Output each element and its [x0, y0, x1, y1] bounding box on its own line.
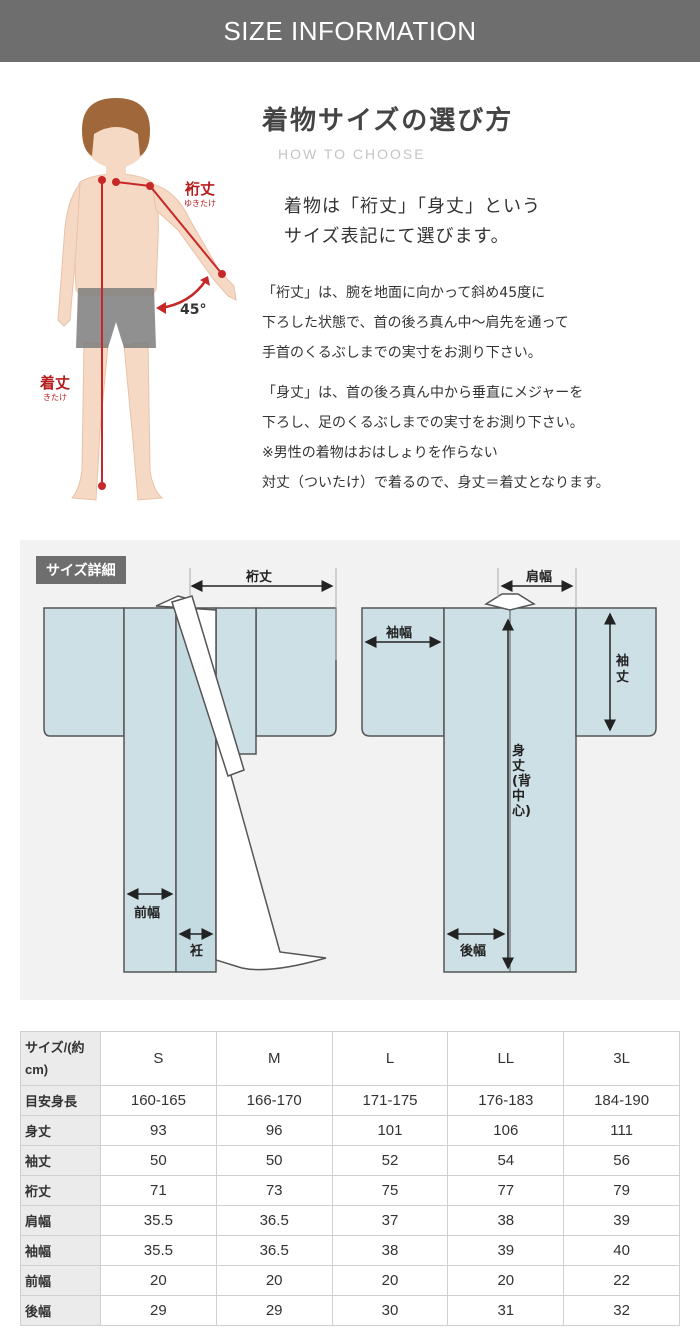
para-line: 対丈（ついたけ）で着るので、身丈＝着丈となります。 [262, 475, 610, 491]
yukitake-label: 裄丈 ゆきたけ [184, 180, 216, 208]
table-cell: 101 [331, 1115, 449, 1146]
table-row: 身丈 93 96 101 106 111 [20, 1115, 680, 1146]
table-cell: 31 [447, 1295, 565, 1326]
table-cell: 50 [215, 1145, 333, 1176]
table-cell: 171-175 [331, 1085, 449, 1116]
table-cell: 40 [563, 1235, 680, 1266]
table-cell: 35.5 [100, 1205, 217, 1236]
guide-title: 着物サイズの選び方 [262, 106, 514, 136]
table-cell: 20 [215, 1265, 333, 1296]
mitake-description: 「身丈」は、首の後ろ真ん中から垂直にメジャーを 下ろし、足のくるぶしまでの実寸を… [262, 378, 610, 498]
table-cell: 36.5 [215, 1235, 333, 1266]
table-cell: 77 [447, 1175, 565, 1206]
diagram-yukitake: 裄丈 [246, 570, 273, 585]
kimono-illustration [43, 568, 657, 973]
table-cell: 96 [215, 1115, 333, 1146]
guide-subtitle: HOW TO CHOOSE [278, 146, 426, 162]
column-header: LL [447, 1031, 565, 1086]
table-row: 袖幅 35.5 36.5 38 39 40 [20, 1235, 680, 1266]
lead-line: サイズ表記にて選びます。 [284, 226, 510, 247]
table-cell: 160-165 [100, 1085, 217, 1116]
page-header: SIZE INFORMATION [0, 0, 700, 62]
table-cell: 39 [563, 1205, 680, 1236]
table-cell: 29 [100, 1295, 217, 1326]
guide-lead: 着物は「裄丈」「身丈」という サイズ表記にて選びます。 [284, 192, 541, 252]
header-title: SIZE INFORMATION [223, 15, 477, 46]
column-header: L [331, 1031, 449, 1086]
table-cell: 166-170 [215, 1085, 333, 1116]
table-row: 肩幅 35.5 36.5 37 38 39 [20, 1205, 680, 1236]
table-cell: 184-190 [563, 1085, 680, 1116]
column-header: 3L [563, 1031, 680, 1086]
diagram-sodetake: 袖丈 [616, 654, 630, 685]
table-cell: 35.5 [100, 1235, 217, 1266]
table-cell: 52 [331, 1145, 449, 1176]
table-cell: 73 [215, 1175, 333, 1206]
para-line: 手首のくるぶしまでの実寸をお測り下さい。 [262, 345, 542, 361]
table-row: 後幅 29 29 30 31 32 [20, 1295, 680, 1326]
table-cell: 20 [100, 1265, 217, 1296]
table-cell: 20 [447, 1265, 565, 1296]
row-label: 袖幅 [20, 1235, 101, 1266]
table-cell: 56 [563, 1145, 680, 1176]
body-illustration [57, 98, 237, 501]
table-cell: 79 [563, 1175, 680, 1206]
para-line: 下ろし、足のくるぶしまでの実寸をお測り下さい。 [262, 415, 584, 431]
para-line: 「裄丈」は、腕を地面に向かって斜め45度に [262, 285, 546, 301]
table-header-row: サイズ/(約cm) S M L LL 3L [20, 1031, 680, 1086]
table-row: 前幅 20 20 20 20 22 [20, 1265, 680, 1296]
column-header: M [215, 1031, 333, 1086]
para-line: ※男性の着物はおはしょりを作らない [262, 445, 498, 461]
angle-label: 45° [180, 302, 207, 318]
row-label: 後幅 [20, 1295, 101, 1326]
yukitake-description: 「裄丈」は、腕を地面に向かって斜め45度に 下ろした状態で、首の後ろ真ん中～肩先… [262, 278, 569, 368]
row-label: 前幅 [20, 1265, 101, 1296]
diagram-mitake: 身丈(背中心) [512, 744, 531, 819]
table-cell: 54 [447, 1145, 565, 1176]
table-cell: 30 [331, 1295, 449, 1326]
table-cell: 111 [563, 1115, 680, 1146]
table-cell: 75 [331, 1175, 449, 1206]
size-detail-tag: サイズ詳細 [36, 556, 126, 584]
lead-line: 着物は「裄丈」「身丈」という [284, 196, 541, 217]
row-label: 目安身長 [20, 1085, 101, 1116]
table-cell: 38 [331, 1235, 449, 1266]
size-diagram: サイズ詳細 [20, 540, 680, 1000]
table-cell: 38 [447, 1205, 565, 1236]
table-cell: 106 [447, 1115, 565, 1146]
row-label: 裄丈 [20, 1175, 101, 1206]
table-cell: 37 [331, 1205, 449, 1236]
table-cell: 39 [447, 1235, 565, 1266]
table-cell: 22 [563, 1265, 680, 1296]
table-cell: 32 [563, 1295, 680, 1326]
table-cell: 71 [100, 1175, 217, 1206]
diagram-maehaba: 前幅 [134, 906, 161, 921]
diagram-okumi: 衽 [190, 944, 204, 959]
table-row: 袖丈 50 50 52 54 56 [20, 1145, 680, 1176]
diagram-katahaba: 肩幅 [526, 570, 553, 585]
row-label: 肩幅 [20, 1205, 101, 1236]
table-cell: 93 [100, 1115, 217, 1146]
para-line: 下ろした状態で、首の後ろ真ん中～肩先を通って [262, 315, 569, 331]
row-label: 身丈 [20, 1115, 101, 1146]
size-table: サイズ/(約cm) S M L LL 3L 目安身長 160-165 166-1… [20, 1031, 680, 1326]
table-row: 目安身長 160-165 166-170 171-175 176-183 184… [20, 1085, 680, 1116]
table-cell: 29 [215, 1295, 333, 1326]
table-corner: サイズ/(約cm) [20, 1031, 101, 1086]
row-label: 袖丈 [20, 1145, 101, 1176]
kitake-label: 着丈 きたけ [40, 374, 71, 402]
diagram-ushirohaba: 後幅 [460, 944, 487, 959]
table-row: 裄丈 71 73 75 77 79 [20, 1175, 680, 1206]
column-header: S [100, 1031, 217, 1086]
table-cell: 36.5 [215, 1205, 333, 1236]
table-cell: 20 [331, 1265, 449, 1296]
body-figure: 裄丈 ゆきたけ 着丈 きたけ 45° [0, 90, 260, 520]
table-cell: 176-183 [447, 1085, 565, 1116]
table-cell: 50 [100, 1145, 217, 1176]
para-line: 「身丈」は、首の後ろ真ん中から垂直にメジャーを [262, 385, 584, 401]
diagram-sodehaba: 袖幅 [386, 626, 413, 641]
